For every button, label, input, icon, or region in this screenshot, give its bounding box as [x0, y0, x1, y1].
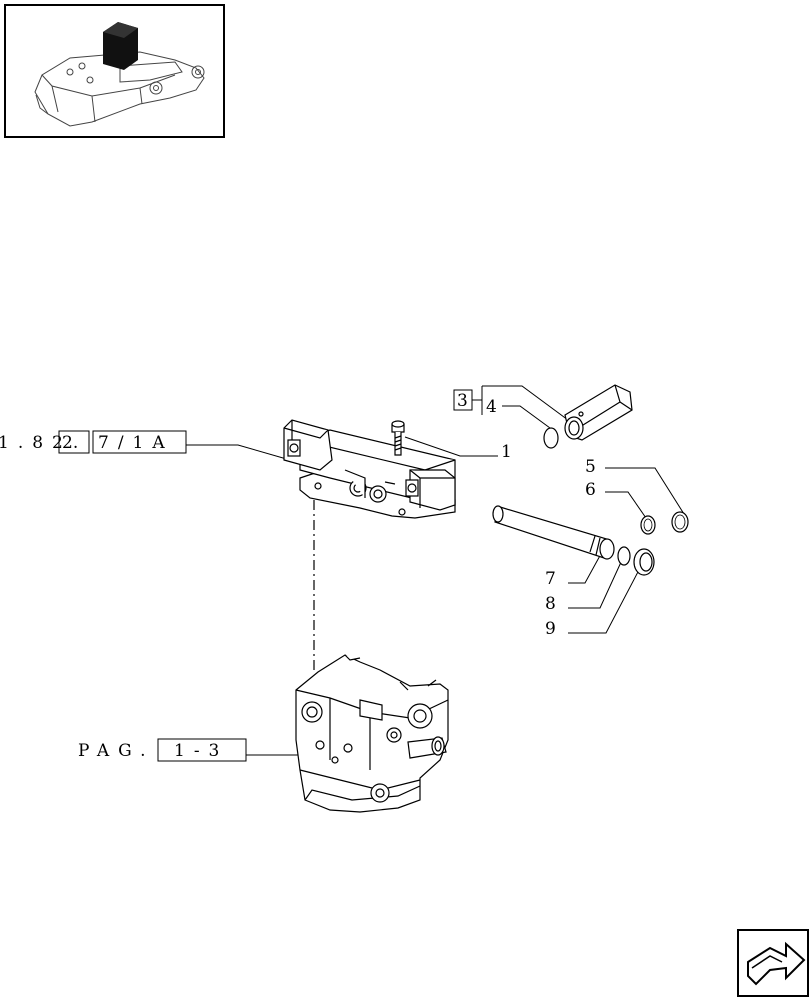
callout-4: 4 — [486, 397, 497, 417]
o-ring-part-4[interactable] — [543, 427, 559, 449]
callout-6: 6 — [585, 480, 596, 500]
group-ref-prefix: 1.82 — [0, 433, 72, 453]
group-ref-box-a-text: 2. — [62, 433, 78, 453]
lift-housing[interactable] — [295, 654, 449, 813]
group-ref-box-b-text: 7/1A — [98, 433, 174, 453]
callout-1: 1 — [501, 442, 512, 462]
o-ring-part-5-inner — [674, 514, 686, 530]
thumbnail-highlight-block — [103, 22, 138, 70]
next-page-arrow-icon[interactable] — [737, 929, 809, 997]
page-reference[interactable]: PAG. 1-3 — [78, 738, 247, 762]
o-ring-part-6[interactable] — [640, 515, 656, 535]
callout-9: 9 — [545, 619, 556, 639]
page-ref-box-text: 1-3 — [174, 741, 228, 761]
page-ref-box — [157, 738, 247, 762]
cap-part-9[interactable] — [633, 548, 655, 576]
callout-5: 5 — [585, 457, 596, 477]
callout-7: 7 — [545, 569, 556, 589]
o-ring-part-5[interactable] — [671, 511, 689, 533]
o-ring-part-8[interactable] — [617, 546, 631, 566]
control-valve-assembly[interactable] — [283, 419, 456, 519]
leader-lines — [404, 405, 685, 634]
lift-cover-thumbnail-icon — [34, 51, 205, 127]
o-ring-part-6-inner — [643, 518, 653, 532]
shaft-part-7[interactable] — [492, 505, 615, 560]
group-ref-leader-line — [186, 444, 291, 461]
fitting-part-4[interactable] — [564, 384, 633, 441]
page-ref-prefix: PAG. — [78, 741, 155, 761]
kit-leader-line — [482, 385, 569, 421]
group-ref-box-a — [58, 430, 90, 454]
bolt-part-1[interactable] — [391, 420, 405, 456]
thumbnail-frame[interactable] — [4, 4, 225, 138]
callout-8: 8 — [545, 594, 556, 614]
group-ref-box-b — [92, 430, 187, 454]
kit-bracket — [472, 386, 483, 415]
kit-box-text: 3 — [457, 391, 468, 411]
group-reference[interactable]: 1.82 2. 7/1A — [0, 430, 187, 454]
